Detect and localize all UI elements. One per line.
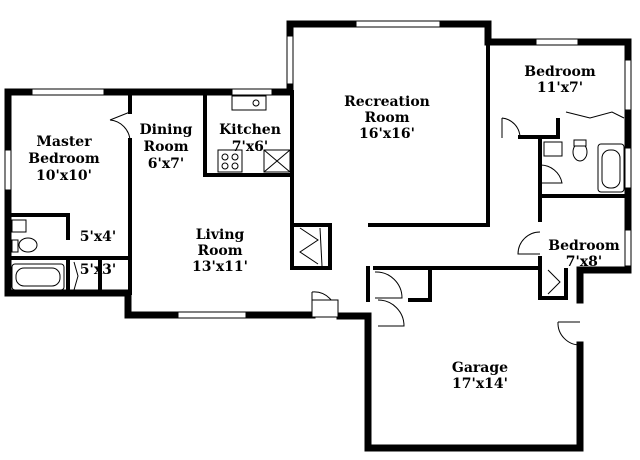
living-room-size: 13'x11' xyxy=(192,259,248,275)
door-rec-hall xyxy=(501,117,521,138)
window-bed1-east xyxy=(624,59,632,111)
window-living-south xyxy=(177,311,247,319)
door-garage-hall-2 xyxy=(377,299,405,327)
window-bath-east xyxy=(624,147,632,189)
kitchen-stove xyxy=(217,149,243,173)
windows xyxy=(4,20,632,319)
window-west xyxy=(4,149,12,191)
kitchen-sink xyxy=(231,95,267,111)
door-bed2 xyxy=(517,231,541,255)
dining-room-name-1: Dining xyxy=(140,122,193,138)
closet-bed1 xyxy=(565,111,625,119)
door-master xyxy=(109,111,131,141)
window-rec-north xyxy=(355,20,441,28)
master-bedroom-name-1: Master xyxy=(36,134,92,150)
interior-walls xyxy=(6,40,630,302)
door-garage-hall-1 xyxy=(374,271,403,299)
bedroom-1-size: 11'x7' xyxy=(537,80,583,96)
doors xyxy=(109,111,581,346)
toilet-west xyxy=(18,237,38,253)
fixtures xyxy=(11,95,625,295)
door-garage-east xyxy=(557,321,581,346)
master-bedroom-name-2: Bedroom xyxy=(28,151,100,167)
recreation-room-size: 16'x16' xyxy=(359,126,415,142)
closet-bed2 xyxy=(547,269,561,295)
bedroom-2-name: Bedroom xyxy=(548,238,620,254)
closet-rec xyxy=(299,227,319,265)
garage-size: 17'x14' xyxy=(452,376,508,392)
window-bed2-east xyxy=(624,229,632,267)
room-labels: Master Bedroom 10'x10' Dining Room 6'x7'… xyxy=(28,64,620,392)
window-kitchen xyxy=(231,88,273,96)
garage-name: Garage xyxy=(452,360,508,376)
dining-room-size: 6'x7' xyxy=(148,156,184,172)
master-bedroom-size: 10'x10' xyxy=(36,168,92,184)
recreation-room-name-1: Recreation xyxy=(344,94,430,110)
window-master-north xyxy=(31,88,105,96)
recreation-room-name-2: Room xyxy=(364,110,409,126)
living-room-name-2: Room xyxy=(197,243,242,259)
living-room-name-1: Living xyxy=(196,227,245,243)
kitchen-name: Kitchen xyxy=(219,122,281,138)
window-rec-west xyxy=(286,35,294,85)
window-bed1-north xyxy=(535,38,579,46)
kitchen-size: 7'x6' xyxy=(232,139,268,155)
door-bath-hall xyxy=(539,164,563,184)
dining-room-name-2: Room xyxy=(143,139,188,155)
bedroom-2-size: 7'x8' xyxy=(566,254,602,270)
closet-size: 5'x3' xyxy=(80,262,116,278)
bedroom-1-name: Bedroom xyxy=(524,64,596,80)
bathroom-size: 5'x4' xyxy=(80,229,116,245)
